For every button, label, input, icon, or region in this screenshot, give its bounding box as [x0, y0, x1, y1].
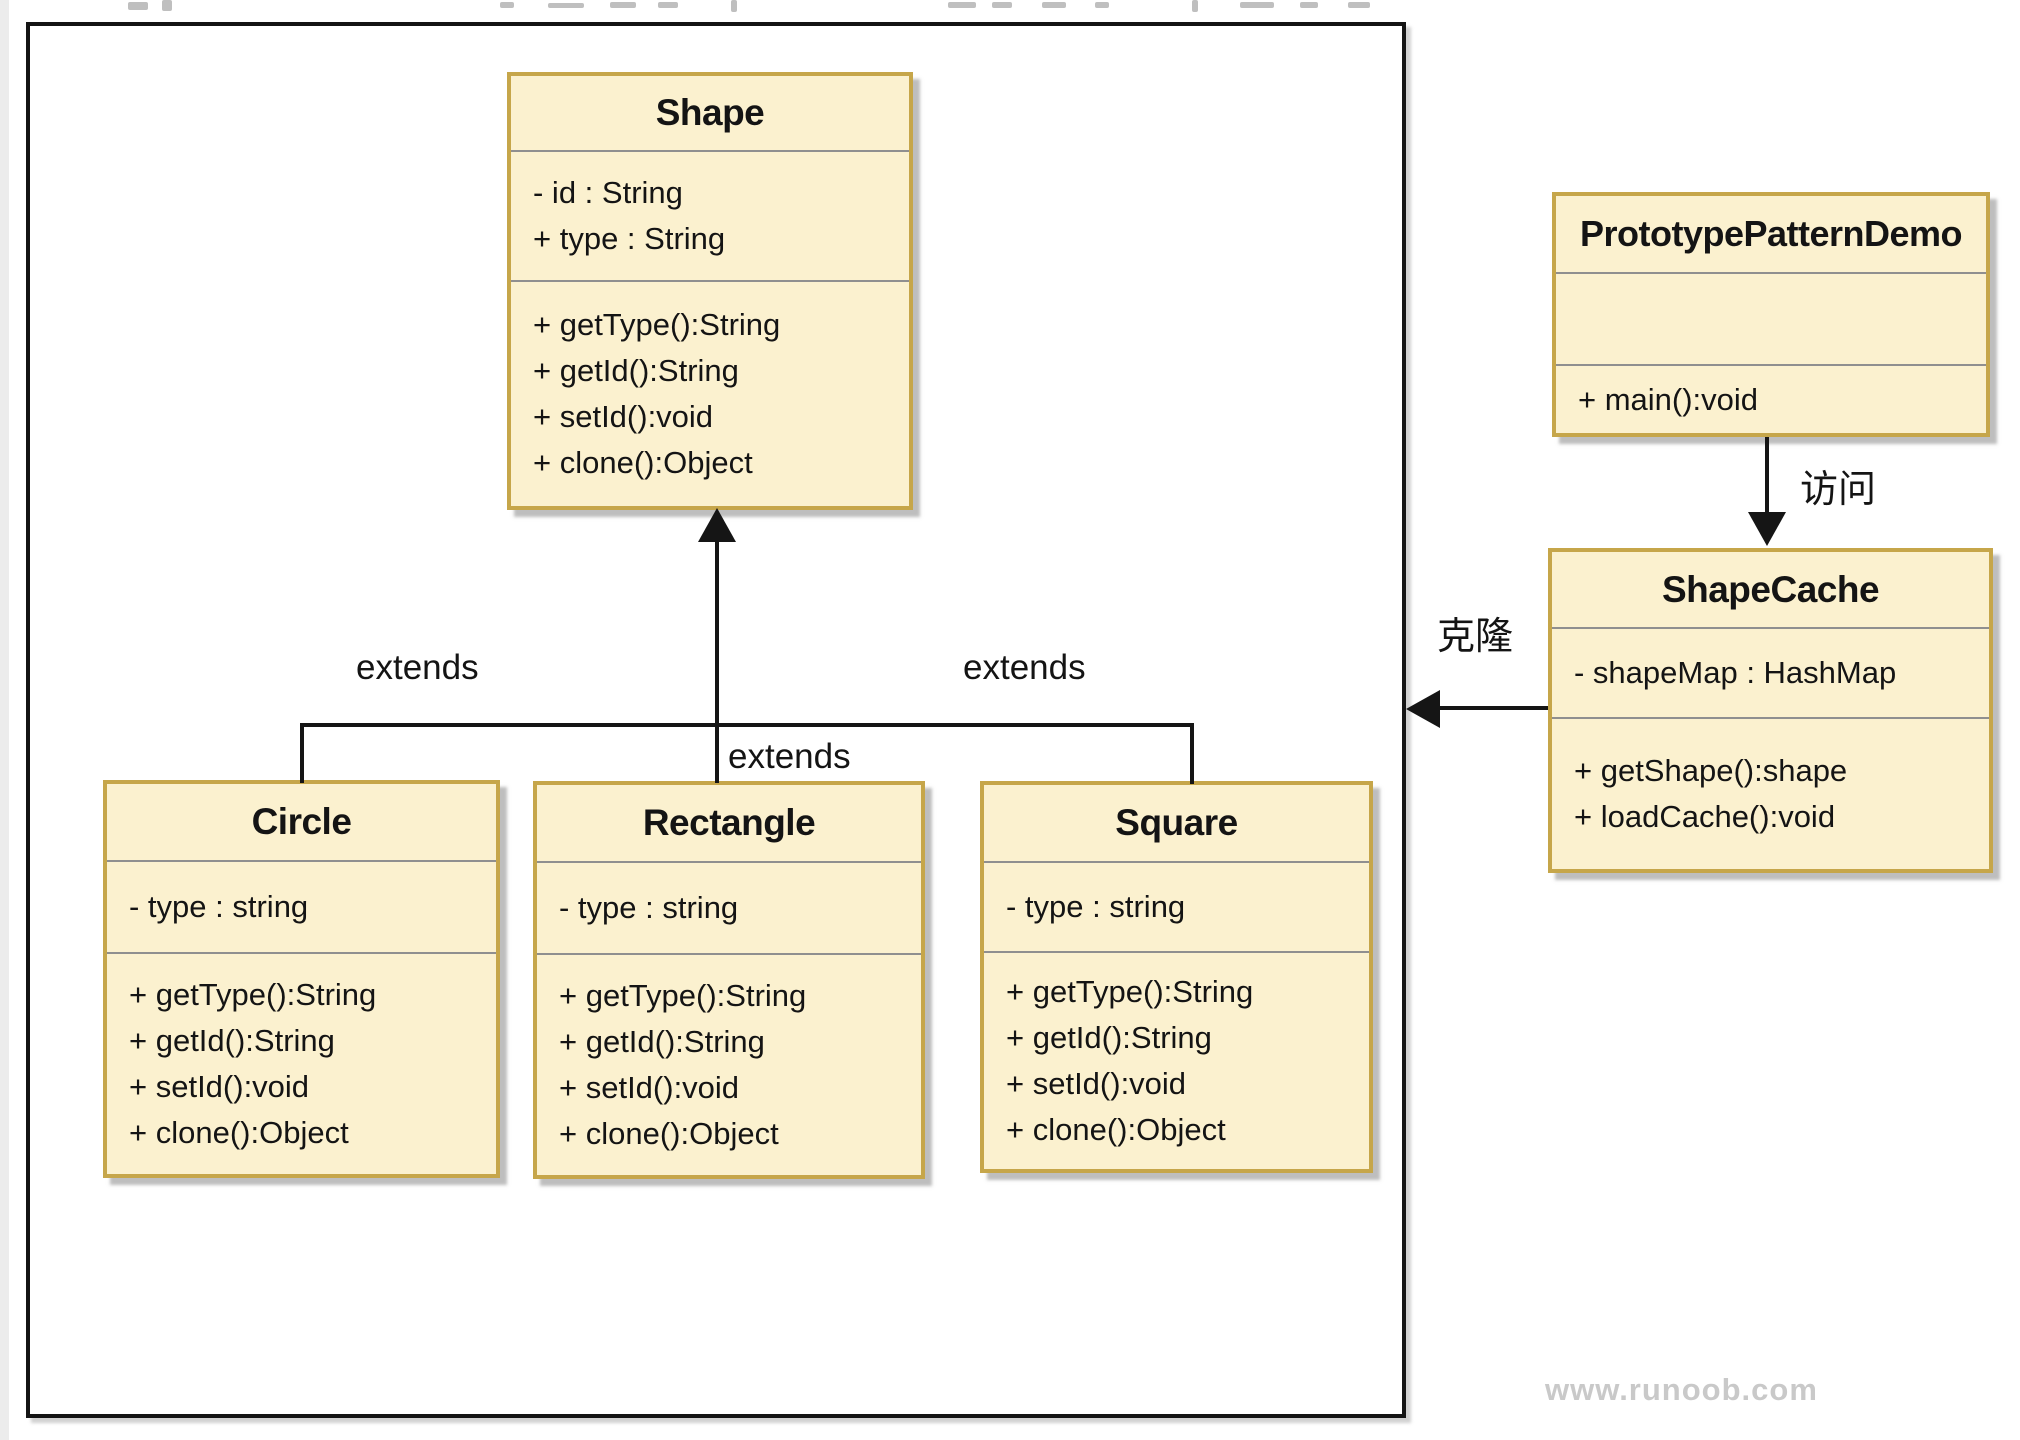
extends-label-center: extends [728, 737, 851, 776]
method-row: + clone():Object [559, 1116, 779, 1151]
clone-label: 克隆 [1437, 616, 1514, 658]
class-title-circle: Circle [107, 784, 496, 862]
method-row: + getType():String [1006, 974, 1254, 1009]
attributes-section-shapecache: - shapeMap : HashMap [1552, 629, 1989, 719]
method-row: + clone():Object [129, 1115, 349, 1150]
method-row: + getType():String [533, 307, 781, 342]
method-row: + setId():void [129, 1069, 310, 1104]
connector-line-horizontal [300, 723, 1194, 727]
methods-section-circle: + getType():String + getId():String + se… [107, 954, 496, 1174]
attributes-section-rectangle: - type : string [537, 863, 921, 955]
connector-line-shape-vertical [715, 540, 719, 783]
extends-label-right: extends [963, 648, 1086, 687]
access-arrowhead-down-icon [1748, 512, 1786, 546]
connector-line-demo-to-cache [1765, 437, 1769, 517]
method-row: + getId():String [559, 1024, 765, 1059]
methods-section-shape: + getType():String + getId():String + se… [511, 282, 909, 506]
attribute-row: + type : String [533, 221, 726, 256]
attribute-row: - id : String [533, 175, 683, 210]
method-row: + setId():void [559, 1070, 740, 1105]
methods-section-prototypepatterndemo: + main():void [1556, 366, 1986, 433]
class-title-rectangle: Rectangle [537, 785, 921, 863]
method-row: + getId():String [1006, 1020, 1212, 1055]
connector-line-cache-to-box [1434, 706, 1548, 710]
class-box-square: Square - type : string + getType():Strin… [980, 781, 1373, 1173]
class-title-shape: Shape [511, 76, 909, 152]
method-row: + getType():String [559, 978, 807, 1013]
attribute-row: - shapeMap : HashMap [1574, 655, 1897, 690]
class-box-circle: Circle - type : string + getType():Strin… [103, 780, 500, 1178]
attribute-row: - type : string [129, 889, 309, 924]
access-label: 访问 [1800, 469, 1877, 511]
attribute-row: - type : string [559, 890, 739, 925]
class-box-shapecache: ShapeCache - shapeMap : HashMap + getSha… [1548, 548, 1993, 873]
method-row: + getId():String [533, 353, 739, 388]
method-row: + setId():void [1006, 1066, 1187, 1101]
class-box-shape: Shape - id : String + type : String + ge… [507, 72, 913, 510]
methods-section-square: + getType():String + getId():String + se… [984, 953, 1369, 1169]
inheritance-arrowhead-up-icon [698, 508, 736, 542]
method-row: + setId():void [533, 399, 714, 434]
attributes-section-square: - type : string [984, 863, 1369, 953]
class-box-rectangle: Rectangle - type : string + getType():St… [533, 781, 925, 1179]
class-title-shapecache: ShapeCache [1552, 552, 1989, 629]
attributes-section-circle: - type : string [107, 862, 496, 954]
clone-arrowhead-left-icon [1406, 690, 1440, 728]
page-edge-strip [0, 0, 9, 1440]
methods-section-shapecache: + getShape():shape + loadCache():void [1552, 719, 1989, 869]
method-row: + getShape():shape [1574, 753, 1848, 788]
connector-line-circle-stub [300, 723, 304, 783]
class-title-square: Square [984, 785, 1369, 863]
connector-line-square-stub [1190, 723, 1194, 784]
attributes-section-prototypepatterndemo [1556, 274, 1986, 366]
method-row: + main():void [1578, 381, 1759, 417]
extends-label-left: extends [356, 648, 479, 687]
method-row: + getType():String [129, 977, 377, 1012]
method-row: + clone():Object [533, 445, 753, 480]
method-row: + loadCache():void [1574, 799, 1836, 834]
method-row: + getId():String [129, 1023, 335, 1058]
attribute-row: - type : string [1006, 889, 1186, 924]
method-row: + clone():Object [1006, 1112, 1226, 1147]
watermark: www.runoob.com [1545, 1372, 1818, 1407]
class-box-prototypepatterndemo: PrototypePatternDemo + main():void [1552, 192, 1990, 437]
attributes-section-shape: - id : String + type : String [511, 152, 909, 282]
class-title-prototypepatterndemo: PrototypePatternDemo [1556, 196, 1986, 274]
methods-section-rectangle: + getType():String + getId():String + se… [537, 955, 921, 1175]
